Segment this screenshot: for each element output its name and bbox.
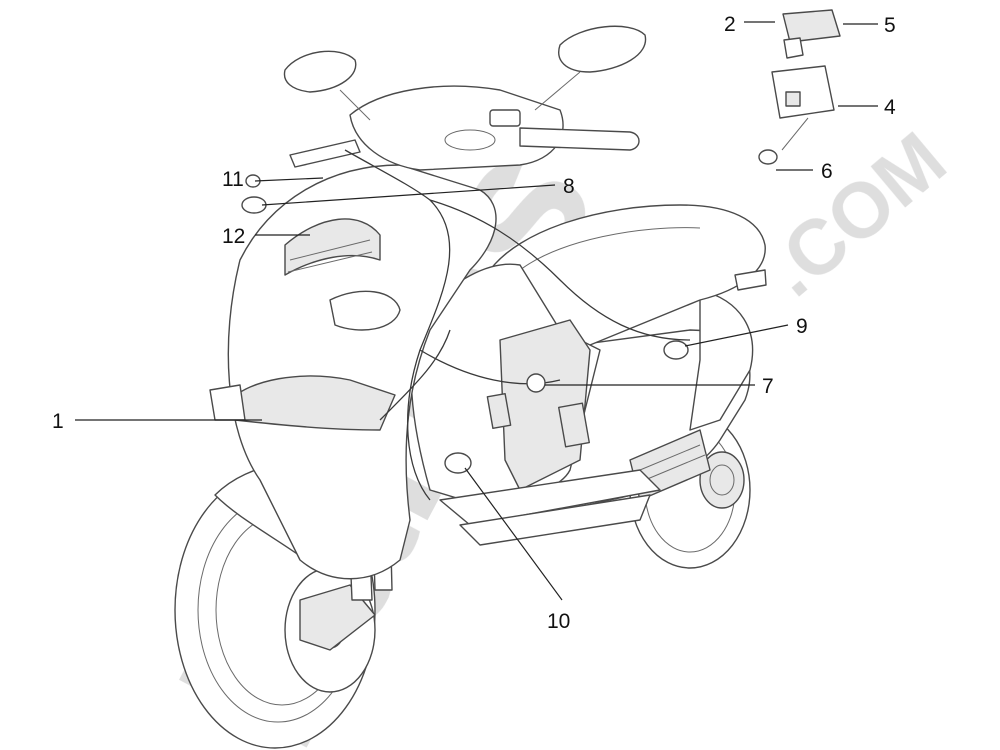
part-4-fuse-box	[771, 65, 835, 119]
callout-4: 4	[884, 96, 896, 119]
part-2-fuse	[783, 37, 804, 59]
callout-8: 8	[563, 175, 575, 198]
small-parts	[241, 174, 689, 474]
part-5-fuse-cover	[782, 9, 841, 43]
leader-lines	[75, 21, 878, 601]
part-6-screw	[758, 149, 778, 165]
part-10-grommet	[444, 452, 472, 474]
handlebar	[283, 25, 647, 171]
part-9-grommet	[663, 340, 689, 360]
callout-1: 1	[52, 410, 64, 433]
callout-10: 10	[547, 610, 570, 633]
part-7-clamp	[526, 373, 546, 393]
callout-labels: 1 2 4 5 6 7 8 9 10 11 12	[52, 13, 896, 633]
callout-7: 7	[762, 375, 774, 398]
part-4-fuse-slot	[785, 91, 801, 107]
callout-5: 5	[884, 14, 896, 37]
callout-11: 11	[222, 168, 244, 191]
callout-9: 9	[796, 315, 808, 338]
callout-12: 12	[222, 225, 245, 248]
side-panel	[410, 263, 661, 546]
wiring-harness	[344, 149, 691, 501]
callout-6: 6	[821, 160, 833, 183]
seat	[489, 204, 767, 350]
fuse-box-detail	[758, 9, 841, 165]
callout-2: 2	[724, 13, 736, 36]
watermark-suffix: .COM	[749, 115, 962, 313]
